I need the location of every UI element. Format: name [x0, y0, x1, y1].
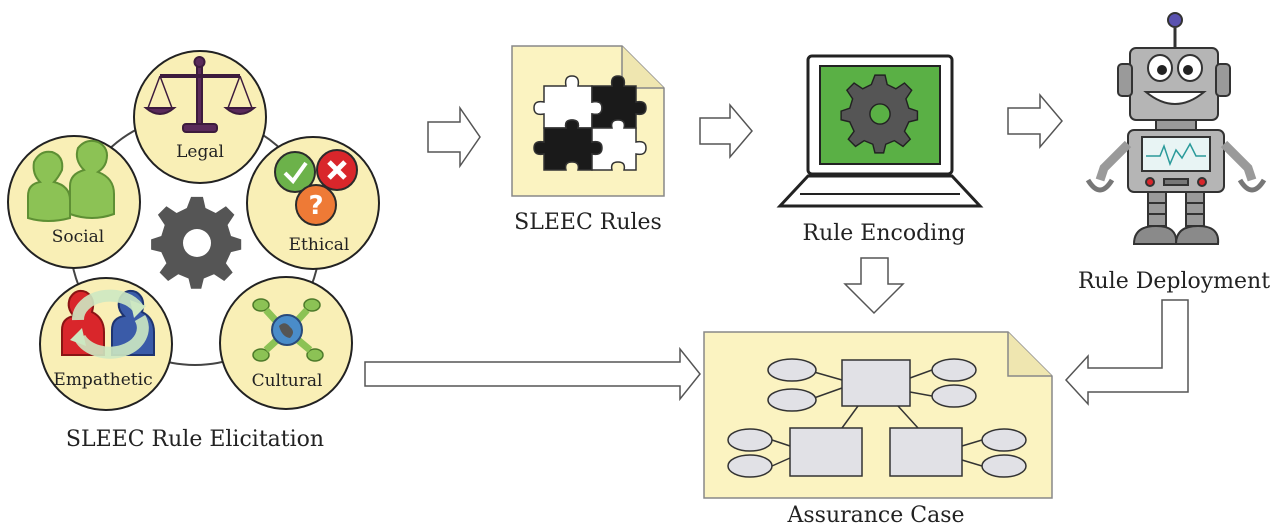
rule-deployment-caption: Rule Deployment: [1078, 269, 1270, 294]
arrow-elicitation-to-assurance: [364, 346, 701, 402]
center-gear-icon: [151, 196, 242, 289]
people-cycle-icon: [61, 289, 155, 359]
assurance-diagram-icon: [727, 358, 1027, 478]
rule-encoding-caption: Rule Encoding: [803, 221, 966, 246]
sleec-rules-node: SLEEC Rules: [511, 45, 665, 235]
check-cross-question-icon: ?: [274, 149, 358, 226]
node-social: Social: [7, 135, 141, 269]
globe-people-icon: [252, 298, 324, 362]
svg-text:?: ?: [308, 191, 323, 221]
node-legal: Legal: [133, 50, 267, 184]
arrow-rules-to-encoding: [699, 102, 753, 160]
sleec-rules-caption: SLEEC Rules: [514, 210, 662, 235]
assurance-case-node: Assurance Case: [703, 331, 1053, 526]
people-icon: [27, 139, 115, 222]
robot-icon: [1085, 12, 1267, 245]
scales-icon: [143, 56, 257, 133]
elicitation-caption: SLEEC Rule Elicitation: [66, 427, 324, 452]
node-cultural: Cultural: [219, 276, 353, 410]
assurance-case-caption: Assurance Case: [786, 503, 964, 526]
node-empathetic: Empathetic: [39, 277, 173, 411]
node-ethical-label: Ethical: [289, 235, 350, 255]
node-ethical: ? Ethical: [246, 136, 380, 270]
arrow-elicitation-to-rules: [427, 105, 481, 169]
node-social-label: Social: [52, 227, 104, 247]
puzzle-icon: [533, 75, 647, 171]
elicitation-cycle: Legal ? Ethical: [7, 50, 380, 452]
rule-encoding-node: Rule Encoding: [776, 54, 984, 246]
arrow-encoding-to-deployment: [1007, 92, 1063, 150]
node-legal-label: Legal: [176, 142, 224, 162]
arrow-deployment-to-assurance: [1064, 299, 1189, 406]
arrow-encoding-to-assurance: [843, 257, 905, 315]
laptop-gear-icon: [776, 54, 984, 208]
node-cultural-label: Cultural: [252, 371, 323, 391]
rule-deployment-node: Rule Deployment: [1078, 12, 1270, 294]
node-empathetic-label: Empathetic: [53, 370, 152, 390]
